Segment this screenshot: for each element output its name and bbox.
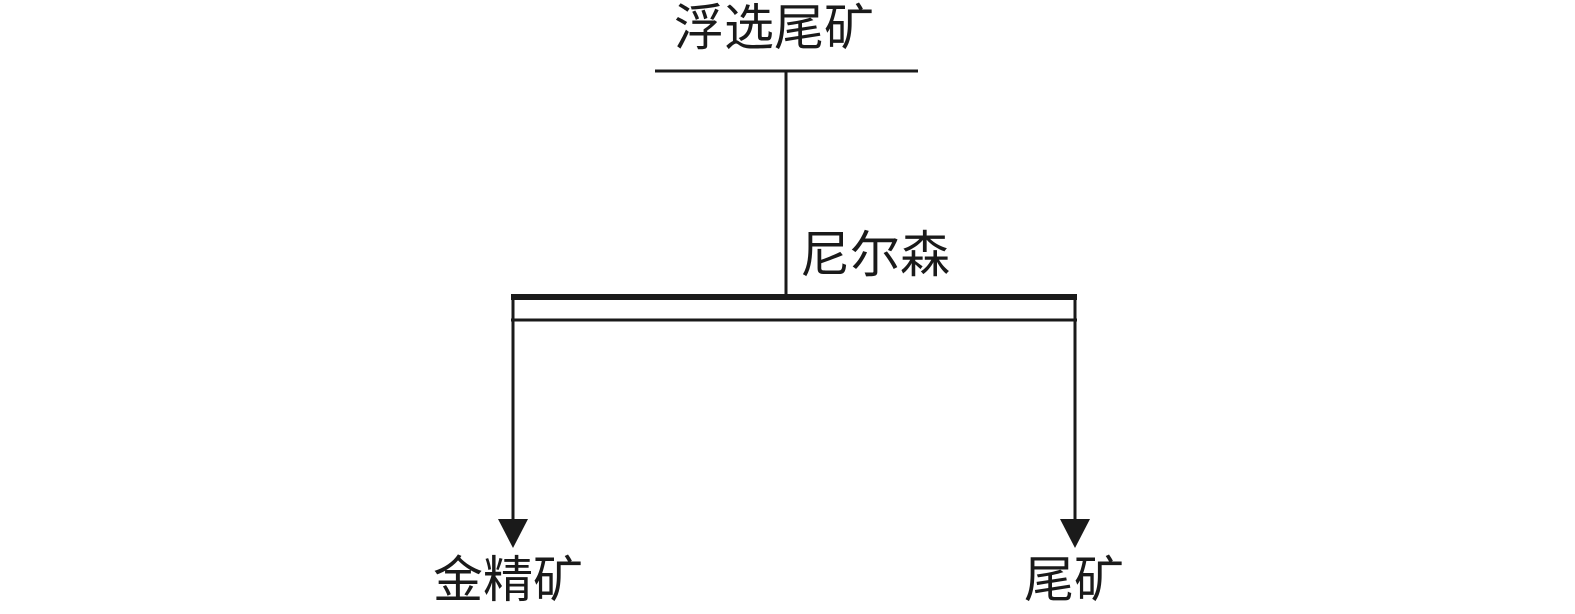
tailings-label: 尾矿 [1024,551,1124,609]
concentrate-arrow [498,519,528,548]
feed-label: 浮选尾矿 [674,0,874,57]
concentrate-label: 金精矿 [433,551,583,609]
separator-label: 尼尔森 [800,226,950,284]
tailings-arrow [1060,519,1090,548]
